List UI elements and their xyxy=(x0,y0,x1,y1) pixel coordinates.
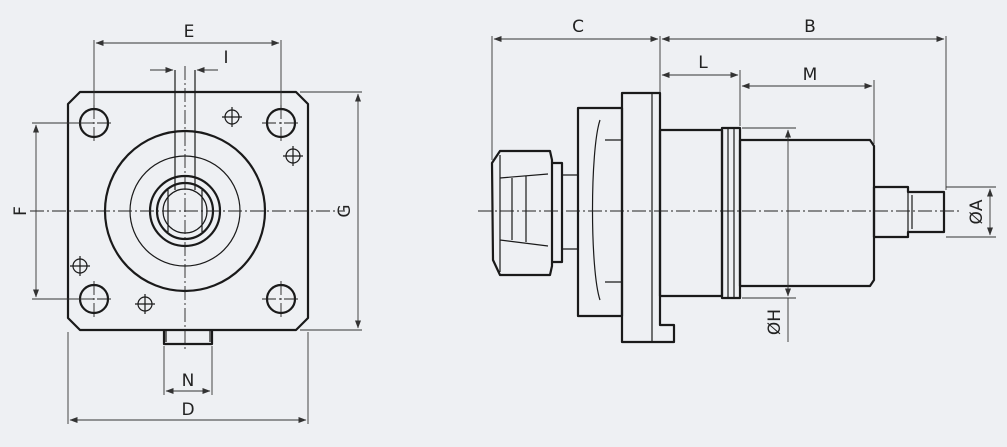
side-shank xyxy=(738,138,876,288)
label-N: N xyxy=(182,371,195,391)
label-B: B xyxy=(804,17,816,37)
side-view: C B L M ØH ØA xyxy=(478,17,996,344)
side-main-body xyxy=(658,128,724,298)
label-C: C xyxy=(572,17,584,37)
label-I: I xyxy=(223,48,228,68)
label-F: F xyxy=(11,206,31,216)
label-L: L xyxy=(698,53,708,73)
front-view: E I F G N D xyxy=(11,22,362,424)
side-main-flange xyxy=(620,91,676,344)
label-A: ØA xyxy=(967,199,987,224)
label-D: D xyxy=(181,400,194,420)
label-G: G xyxy=(335,204,355,217)
side-front-flange xyxy=(576,106,624,318)
label-E: E xyxy=(184,22,195,42)
side-drive-tang xyxy=(872,185,946,239)
front-key xyxy=(162,330,214,346)
front-flange-outline xyxy=(66,90,310,332)
label-H: ØH xyxy=(765,309,785,335)
label-M: M xyxy=(803,65,818,85)
collet-nut xyxy=(490,149,554,277)
